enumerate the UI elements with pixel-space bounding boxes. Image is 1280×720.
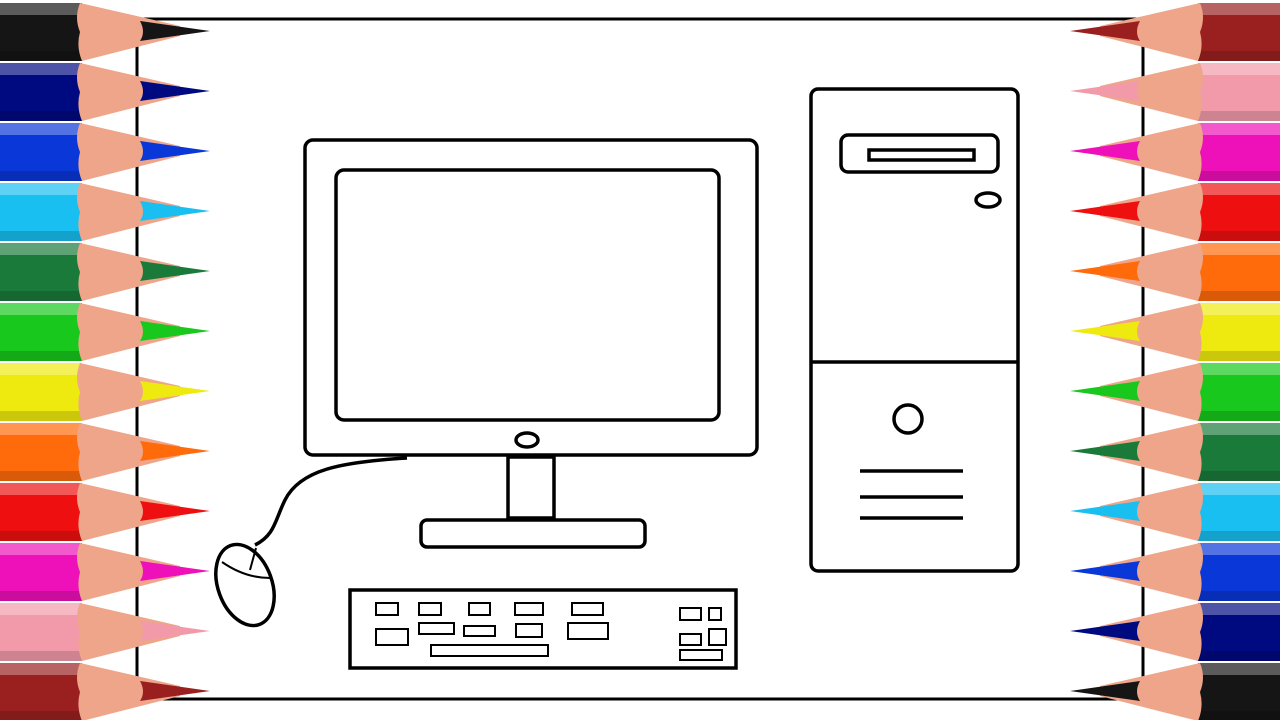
pencil-icon (1070, 63, 1280, 121)
pencil-icon (0, 663, 210, 720)
mouse-icon (214, 456, 408, 628)
pencil-icon (0, 423, 210, 481)
pencil-icon (1070, 303, 1280, 361)
computer-tower-icon (809, 87, 1020, 573)
pencil-icon (1070, 183, 1280, 241)
pencil-icon (0, 303, 210, 361)
monitor-icon (303, 138, 759, 549)
pencil-icon (0, 603, 210, 661)
pencil-icon (0, 123, 210, 181)
keyboard-icon (348, 588, 738, 670)
pencil-icon (0, 363, 210, 421)
pencil-icon (1070, 423, 1280, 481)
pencil-icon (0, 3, 210, 61)
pencils-left (0, 3, 210, 720)
pencil-icon (0, 183, 210, 241)
page-frame (135, 17, 1145, 701)
pencil-icon (0, 63, 210, 121)
pencil-icon (0, 483, 210, 541)
pencil-icon (1070, 243, 1280, 301)
pencil-icon (0, 543, 210, 601)
pencil-icon (1070, 3, 1280, 61)
pencils-right (1070, 3, 1280, 720)
pencil-icon (0, 243, 210, 301)
pencil-icon (1070, 363, 1280, 421)
pencil-icon (1070, 663, 1280, 720)
pencil-icon (1070, 123, 1280, 181)
pencil-icon (1070, 483, 1280, 541)
pencil-icon (1070, 543, 1280, 601)
pencil-icon (1070, 603, 1280, 661)
